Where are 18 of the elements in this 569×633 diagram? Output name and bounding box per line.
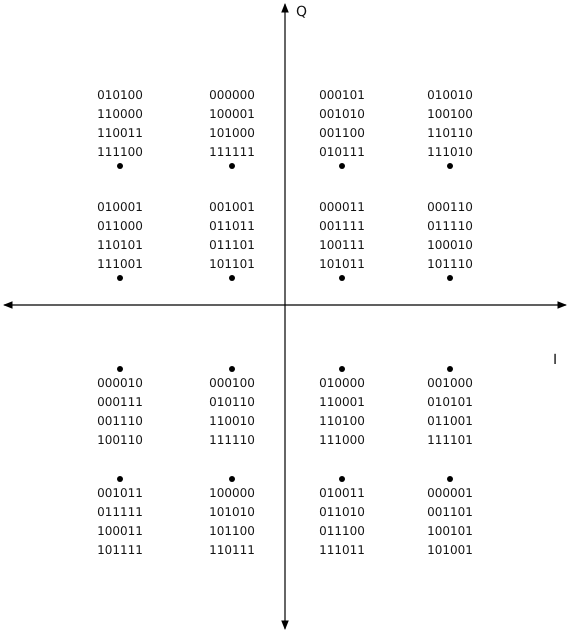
axis-label: Q bbox=[296, 4, 308, 20]
bit-label: 010011 011010 011100 111011 bbox=[319, 485, 365, 559]
bit-label: 000011 001111 100111 101011 bbox=[319, 199, 365, 273]
bit-label: 010000 110001 110100 111000 bbox=[319, 375, 365, 449]
bit-label: 000000 100001 101000 111111 bbox=[209, 87, 255, 161]
bit-label: 010001 011000 110101 111001 bbox=[97, 199, 143, 273]
bit-label: 000001 001101 100101 101001 bbox=[427, 485, 473, 559]
bit-label: 001000 010101 011001 111101 bbox=[427, 375, 473, 449]
bit-label: 001001 011011 011101 101101 bbox=[209, 199, 255, 273]
bit-label: 000010 000111 001110 100110 bbox=[97, 375, 143, 449]
bit-label: 100000 101010 101100 110111 bbox=[209, 485, 255, 559]
bit-label: 000110 011110 100010 101110 bbox=[427, 199, 473, 273]
bit-label: 010010 100100 110110 111010 bbox=[427, 87, 473, 161]
axis-label: I bbox=[553, 352, 558, 368]
bit-label: 000101 001010 001100 010111 bbox=[319, 87, 365, 161]
bit-label: 000100 010110 110010 111110 bbox=[209, 375, 255, 449]
bit-label: 001011 011111 100011 101111 bbox=[97, 485, 143, 559]
bit-label: 010100 110000 110011 111100 bbox=[97, 87, 143, 161]
